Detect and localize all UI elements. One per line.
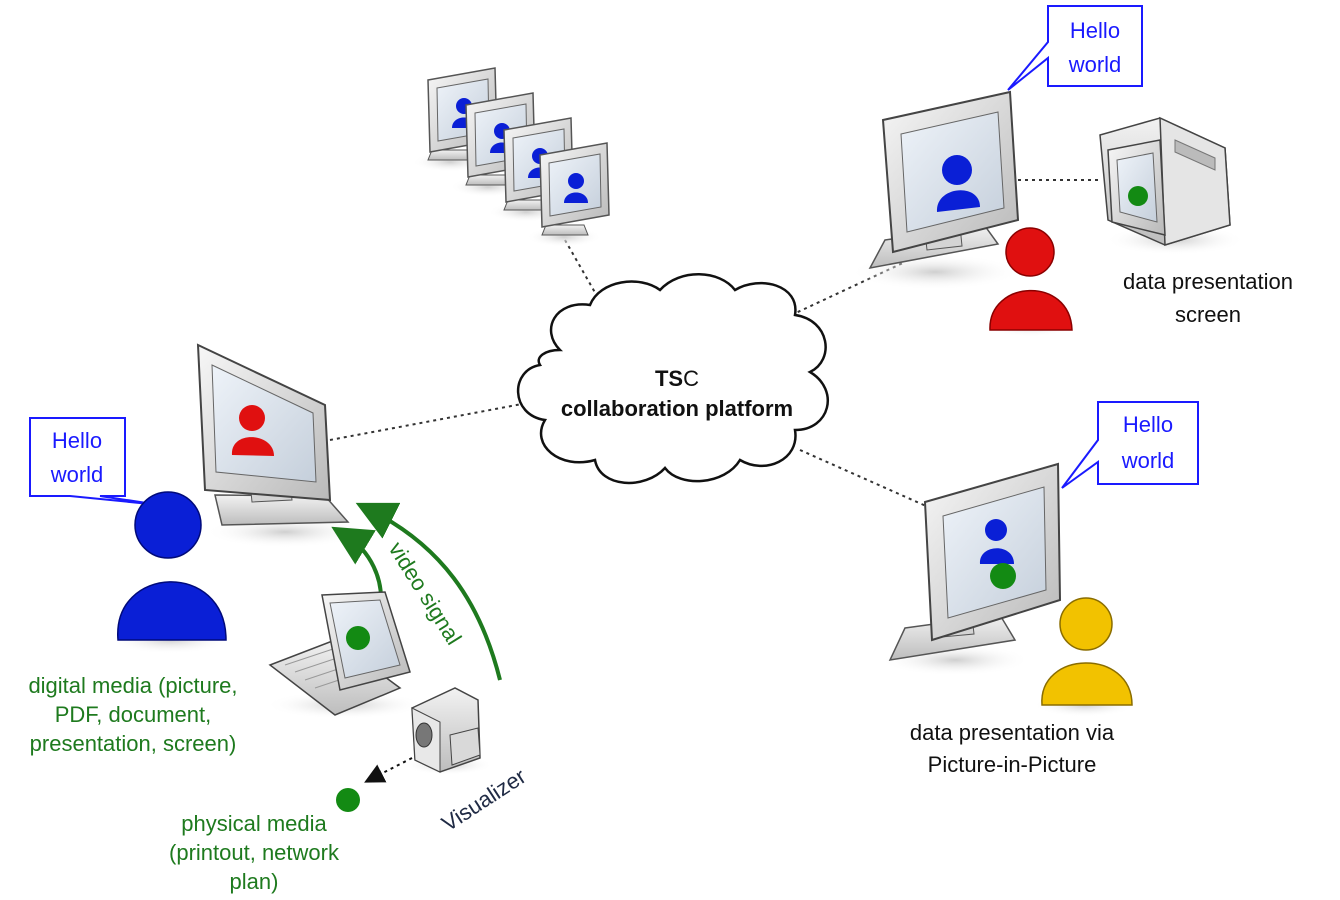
- blue-person-icon: [110, 491, 230, 654]
- visualizer-arrow: [364, 757, 413, 783]
- connection-lines: [329, 179, 1100, 511]
- pip-monitor: [880, 462, 1062, 676]
- left-monitor: [196, 343, 365, 548]
- cloud-subtitle: collaboration platform: [561, 396, 793, 421]
- pip-green-dot-icon: [990, 563, 1016, 589]
- laptop-icon: [265, 591, 425, 719]
- digital-media-line2: PDF, document,: [55, 702, 212, 727]
- speech-bubble-left: Hello world: [29, 417, 161, 506]
- bubble-top-right-line1: Hello: [1070, 18, 1120, 43]
- physical-media-line1: physical media: [181, 811, 327, 836]
- cloud-icon: [516, 273, 829, 485]
- bubble-mid-right-line2: world: [1121, 448, 1175, 473]
- laptop-green-dot-icon: [346, 626, 370, 650]
- speech-bubble-mid-right: Hello world: [1061, 401, 1199, 489]
- blue-person-on-screen-icon: [942, 155, 972, 185]
- bubble-left-line2: world: [50, 462, 104, 487]
- physical-media-line2: (printout, network: [169, 840, 340, 865]
- data-presentation-screen-line1: data presentation: [1123, 269, 1293, 294]
- bubble-left-line1: Hello: [52, 428, 102, 453]
- link-top-right-monitor: [784, 261, 906, 319]
- svg-text:TSC: TSC: [655, 366, 699, 391]
- top-right-monitor: [850, 90, 1020, 290]
- green-dot-icon: [1128, 186, 1148, 206]
- speech-bubble-top-right: Hello world: [1007, 5, 1143, 91]
- bubble-top-right-line2: world: [1068, 52, 1122, 77]
- pip-label-line2: Picture-in-Picture: [928, 752, 1097, 777]
- link-pip-monitor: [799, 449, 936, 511]
- pip-label-line1: data presentation via: [910, 720, 1115, 745]
- bubble-mid-right-line1: Hello: [1123, 412, 1173, 437]
- cloud-title-c: C: [683, 366, 699, 391]
- physical-media-line3: plan): [230, 869, 279, 894]
- conference-monitors-group: [412, 67, 610, 247]
- physical-media-label: physical media (printout, network plan): [169, 811, 340, 894]
- red-person-icon: [982, 227, 1078, 337]
- red-person-on-screen-icon: [239, 405, 265, 431]
- digital-media-line3: presentation, screen): [30, 731, 237, 756]
- small-monitor-4: [526, 142, 610, 247]
- video-signal-arrow-outer: [355, 502, 502, 681]
- collaboration-cloud: TSC collaboration platform: [516, 273, 829, 485]
- link-left-monitor: [329, 403, 523, 441]
- yellow-person-icon: [1033, 597, 1137, 717]
- visualizer-camera-icon: [403, 687, 493, 775]
- digital-media-label: digital media (picture, PDF, document, p…: [28, 673, 237, 756]
- pip-blue-person-icon: [985, 519, 1007, 541]
- digital-media-line1: digital media (picture,: [28, 673, 237, 698]
- data-presentation-screen-line2: screen: [1175, 302, 1241, 327]
- crt-data-screen: [1099, 116, 1245, 255]
- cloud-title-ts: TS: [655, 366, 683, 391]
- physical-media-dot-icon: [336, 788, 360, 812]
